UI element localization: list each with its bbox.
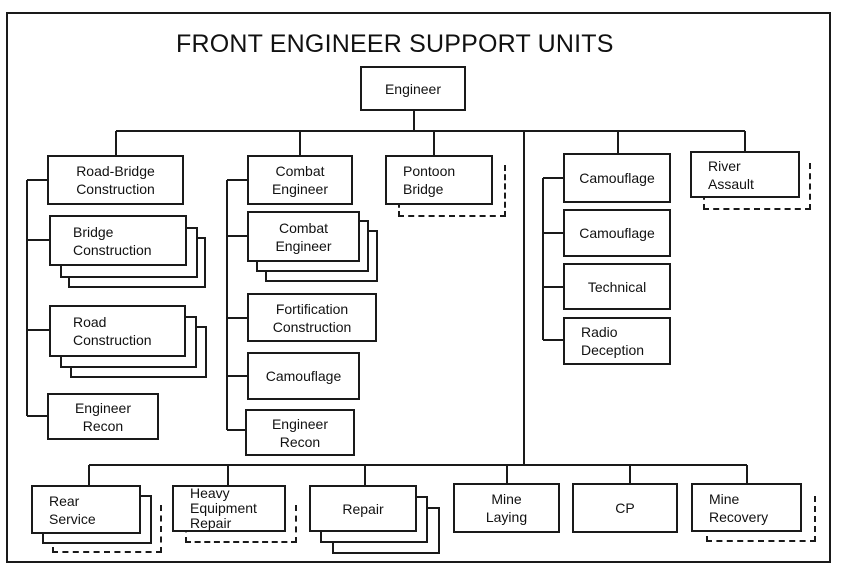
node-cp: CP	[572, 483, 678, 533]
node-combat-engineer-head: Combat Engineer	[247, 155, 353, 205]
node-river-assault: River Assault	[690, 151, 800, 198]
node-bridge-construction: Bridge Construction	[49, 215, 187, 266]
node-camouflage-combat: Camouflage	[247, 352, 360, 400]
node-pontoon-bridge: Pontoon Bridge	[385, 155, 493, 205]
node-camouflage-2: Camouflage	[563, 209, 671, 257]
node-camouflage-head: Camouflage	[563, 153, 671, 203]
node-radio-deception: Radio Deception	[563, 317, 671, 365]
node-heavy-equipment-repair: Heavy Equipment Repair	[172, 485, 286, 532]
node-road-construction: Road Construction	[49, 305, 186, 357]
node-engineer-recon-1: Engineer Recon	[47, 393, 159, 440]
node-mine-recovery: Mine Recovery	[691, 483, 802, 532]
diagram-title: FRONT ENGINEER SUPPORT UNITS	[176, 30, 614, 58]
node-fortification-construction: Fortification Construction	[247, 293, 377, 342]
node-road-bridge-construction: Road-Bridge Construction	[47, 155, 184, 205]
node-repair: Repair	[309, 485, 417, 532]
node-mine-laying: Mine Laying	[453, 483, 560, 533]
node-engineer-recon-2: Engineer Recon	[245, 409, 355, 456]
node-rear-service: Rear Service	[31, 485, 141, 534]
node-engineer-root: Engineer	[360, 66, 466, 111]
node-combat-engineer: Combat Engineer	[247, 211, 360, 262]
node-technical: Technical	[563, 263, 671, 310]
